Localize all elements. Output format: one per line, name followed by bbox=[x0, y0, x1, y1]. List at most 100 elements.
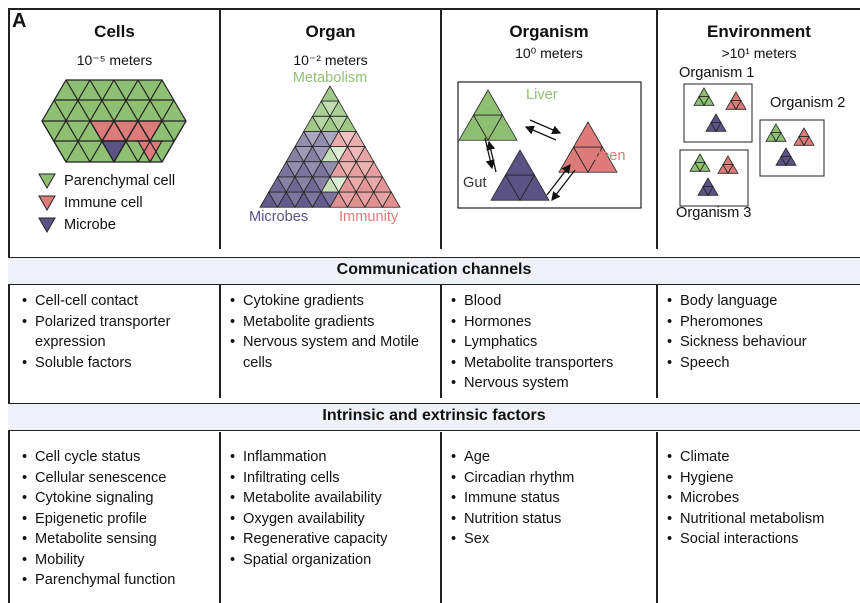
triangle-cell bbox=[727, 163, 739, 174]
factors-list-organ: Inflammation Infiltrating cells Metaboli… bbox=[228, 447, 438, 570]
divider bbox=[440, 432, 442, 603]
organ-label-microbes: Microbes bbox=[249, 209, 309, 225]
list-item: Parenchymal function bbox=[20, 570, 215, 591]
list-item: Epigenetic profile bbox=[20, 509, 215, 530]
list-item: Nervous system bbox=[449, 373, 654, 394]
triangle-cell bbox=[702, 177, 714, 188]
environment-label-organism-1: Organism 1 bbox=[679, 65, 755, 81]
triangle-cell bbox=[320, 85, 340, 102]
communication-list-cells: Cell-cell contact Polarized transporter … bbox=[20, 291, 215, 373]
arrow-icon bbox=[546, 163, 571, 196]
organism-1-box bbox=[683, 83, 753, 143]
list-item: Nutrition status bbox=[449, 509, 654, 530]
divider bbox=[656, 8, 658, 249]
list-item: Lymphatics bbox=[449, 332, 654, 353]
factors-bar: Intrinsic and extrinsic factors bbox=[8, 403, 860, 431]
list-item: Cytokine gradients bbox=[228, 291, 433, 312]
arrow-icon bbox=[524, 125, 557, 141]
microbe-legend-icon bbox=[38, 217, 56, 234]
factors-list-organism: Age Circadian rhythm Immune status Nutri… bbox=[449, 447, 654, 550]
list-item: Hygiene bbox=[665, 468, 860, 489]
factors-list-cells: Cell cycle status Cellular senescence Cy… bbox=[20, 447, 215, 591]
immune-legend-icon bbox=[38, 195, 56, 212]
list-item: Nutritional metabolism bbox=[665, 509, 860, 530]
organ-triangle bbox=[259, 85, 401, 209]
triangle-cell bbox=[722, 155, 734, 166]
list-item: Oxygen availability bbox=[228, 509, 438, 530]
organism-3-box bbox=[679, 149, 749, 207]
list-item: Climate bbox=[665, 447, 860, 468]
frame-left bbox=[8, 8, 10, 603]
communication-title: Communication channels bbox=[336, 261, 532, 278]
organism-label-liver: Liver bbox=[526, 87, 558, 103]
triangle-cell bbox=[587, 146, 618, 173]
arrow-icon bbox=[486, 140, 497, 173]
list-item: Metabolite gradients bbox=[228, 312, 433, 333]
list-item: Mobility bbox=[20, 550, 215, 571]
arrow-icon bbox=[529, 119, 562, 135]
triangle-cell bbox=[381, 191, 401, 208]
list-item: Age bbox=[449, 447, 654, 468]
organ-label-immunity: Immunity bbox=[339, 209, 399, 225]
divider bbox=[219, 8, 221, 249]
legend-parenchymal: Parenchymal cell bbox=[64, 173, 176, 189]
list-item: Microbes bbox=[665, 488, 860, 509]
list-item: Social interactions bbox=[665, 529, 860, 550]
triangle-cell bbox=[698, 87, 710, 98]
scale-title-organism: Organism bbox=[509, 22, 589, 41]
factors-list-environment: Climate Hygiene Microbes Nutritional met… bbox=[665, 447, 860, 550]
mini-organ-icon bbox=[717, 155, 739, 175]
arrow-icon bbox=[551, 169, 576, 202]
mini-organ-icon bbox=[775, 147, 797, 167]
triangle-cell bbox=[715, 121, 727, 132]
triangle-cell bbox=[699, 161, 711, 172]
list-item: Cellular senescence bbox=[20, 468, 215, 489]
divider bbox=[440, 8, 442, 249]
triangle-cell bbox=[770, 123, 782, 134]
factors-title: Intrinsic and extrinsic factors bbox=[322, 407, 546, 424]
list-item: Cytokine signaling bbox=[20, 488, 215, 509]
list-item: Nervous system and Motile cells bbox=[228, 332, 433, 373]
arrow-icon bbox=[484, 137, 495, 170]
list-item: Body language bbox=[665, 291, 860, 312]
list-item: Metabolite sensing bbox=[20, 529, 215, 550]
communication-list-organism: Blood Hormones Lymphatics Metabolite tra… bbox=[449, 291, 654, 394]
list-item: Speech bbox=[665, 353, 860, 374]
organism-label-gut: Gut bbox=[463, 175, 487, 191]
triangle-cell bbox=[703, 95, 715, 106]
parenchymal-legend-icon bbox=[38, 173, 56, 190]
scale-size-environment: >10¹ meters bbox=[721, 45, 797, 61]
divider bbox=[440, 283, 442, 398]
triangle-cell bbox=[519, 174, 550, 201]
list-item: Inflammation bbox=[228, 447, 438, 468]
list-item: Hormones bbox=[449, 312, 654, 333]
triangle-cell bbox=[780, 147, 792, 158]
scale-illustrations bbox=[38, 79, 825, 234]
panel-label-a: A bbox=[12, 10, 27, 32]
list-item: Cell-cell contact bbox=[20, 291, 215, 312]
list-item: Blood bbox=[449, 291, 654, 312]
triangle-cell bbox=[707, 185, 719, 196]
mini-organ-icon bbox=[693, 87, 715, 107]
legend-immune: Immune cell bbox=[64, 195, 143, 211]
triangle-cell bbox=[572, 121, 604, 148]
mini-organ-icon bbox=[705, 113, 727, 133]
triangle-cell bbox=[487, 114, 518, 141]
legend-microbe: Microbe bbox=[64, 217, 116, 233]
liver-icon bbox=[458, 89, 518, 142]
triangle-cell bbox=[730, 91, 742, 102]
scale-size-organ: 10⁻² meters bbox=[293, 52, 368, 68]
list-item: Sickness behaviour bbox=[665, 332, 860, 353]
triangle-cell bbox=[472, 89, 504, 116]
list-item: Polarized transporter expression bbox=[20, 312, 215, 353]
organ-label-metabolism: Metabolism bbox=[292, 70, 368, 86]
triangle-cell bbox=[798, 127, 810, 138]
organism-label-spleen: Spleen bbox=[580, 148, 626, 164]
mini-organ-icon bbox=[765, 123, 787, 143]
communication-list-organ: Cytokine gradients Metabolite gradients … bbox=[228, 291, 433, 373]
triangle-cell bbox=[710, 113, 722, 124]
list-item: Cell cycle status bbox=[20, 447, 215, 468]
list-item: Pheromones bbox=[665, 312, 860, 333]
scale-title-cells: Cells bbox=[94, 22, 135, 41]
